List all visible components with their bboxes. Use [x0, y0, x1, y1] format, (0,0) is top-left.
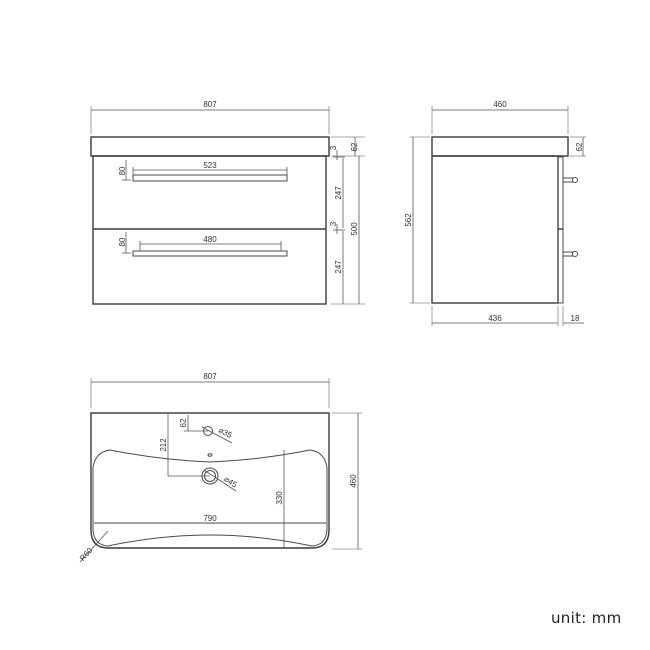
bottom-drawer-handle — [132, 250, 288, 257]
side-bottom-handle — [572, 251, 578, 257]
waste-offset-label: 212 — [159, 438, 168, 452]
side-height-label: 562 — [404, 213, 413, 227]
side-view: 460 562 62 436 18 — [404, 100, 586, 326]
side-top-thickness-label: 62 — [575, 142, 584, 151]
basin-outline — [90, 412, 330, 549]
side-countertop — [431, 136, 569, 157]
tap-diameter-label: ⌀35 — [217, 426, 234, 441]
side-depth-label: 460 — [493, 100, 507, 109]
basin-width-label: 790 — [203, 514, 217, 523]
basin-bowl — [92, 449, 328, 547]
top-drawer-height-label: 247 — [334, 186, 343, 200]
waste-diameter-label: ⌀45 — [222, 474, 239, 489]
top-width-label: 807 — [203, 372, 217, 381]
bottom-handle-length-label: 480 — [203, 235, 217, 244]
front-width-label: 807 — [203, 100, 217, 109]
side-body — [431, 155, 559, 304]
unit-label: unit: mm — [551, 609, 622, 627]
door-thickness-label: 18 — [571, 314, 580, 323]
top-handle-offset-label: 80 — [118, 166, 127, 175]
top-handle-length-label: 523 — [203, 161, 217, 170]
cabinet-body — [92, 155, 327, 305]
bottom-drawer-height-label: 247 — [334, 260, 343, 274]
side-top-handle — [572, 177, 578, 183]
basin-depth-label: 330 — [275, 491, 284, 505]
mid-gap-label: 3 — [329, 221, 338, 226]
front-top-thickness-label: 62 — [350, 142, 359, 151]
bottom-handle-offset-label: 80 — [118, 237, 127, 246]
side-door-panel — [557, 156, 564, 304]
side-body-depth-label: 436 — [488, 314, 502, 323]
top-view: 807 62 ⌀35 212 ⌀45 330 790 460 — [78, 372, 362, 563]
top-drawer-handle — [132, 174, 288, 182]
front-view: 807 523 80 480 80 62 500 3 — [90, 100, 365, 305]
top-depth-label: 460 — [349, 474, 358, 488]
countertop — [90, 136, 330, 157]
top-gap-label: 3 — [329, 145, 338, 150]
overflow-hole — [207, 453, 213, 457]
cabinet-height-label: 500 — [350, 222, 359, 236]
tap-offset-label: 62 — [179, 418, 188, 427]
